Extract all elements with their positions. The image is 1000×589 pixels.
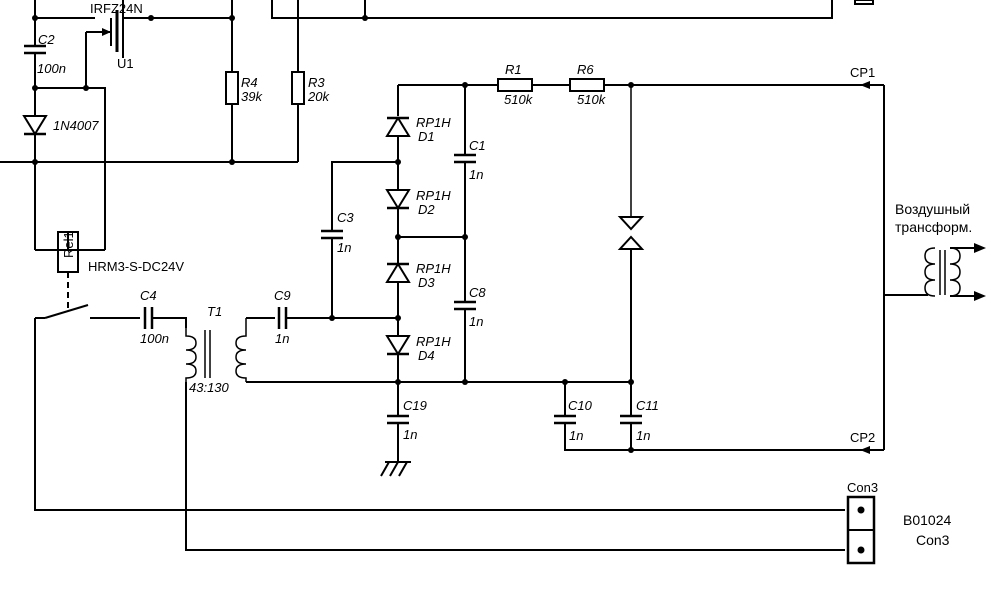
c11-value-label: 1n bbox=[636, 428, 650, 443]
transformer-section: C4 100n T1 43:130 C9 1n bbox=[140, 288, 845, 551]
d4-ref-label: D4 bbox=[418, 348, 435, 363]
relay-section: Rel1 HRM3-S-DC24V bbox=[34, 231, 845, 511]
r3-ref-label: R3 bbox=[308, 75, 325, 90]
mosfet-part-label: IRFZ24N bbox=[90, 1, 143, 16]
air-transformer-line2: трансформ. bbox=[895, 219, 972, 235]
c8-ref-label: C8 bbox=[469, 285, 486, 300]
d2-part-label: RP1H bbox=[416, 188, 451, 203]
d1-part-label: RP1H bbox=[416, 115, 451, 130]
air-transformer-section: CP1 CP2 Воздушный трансформ. bbox=[850, 65, 986, 454]
c1-value-label: 1n bbox=[469, 167, 483, 182]
r6-value-label: 510k bbox=[577, 92, 607, 107]
t1-ratio-label: 43:130 bbox=[189, 380, 230, 395]
cp2-label: CP2 bbox=[850, 430, 875, 445]
relay-part-label: HRM3-S-DC24V bbox=[88, 259, 184, 274]
diode-1n4007-label: 1N4007 bbox=[53, 118, 99, 133]
mosfet-ref-label: U1 bbox=[117, 56, 134, 71]
d2-ref-label: D2 bbox=[418, 202, 435, 217]
con3-caption: Con3 bbox=[916, 532, 950, 548]
d3-part-label: RP1H bbox=[416, 261, 451, 276]
multiplier-section: RP1H D1 RP1H D2 RP1H D3 RP1H D4 C1 1n C8… bbox=[380, 82, 498, 477]
t1-ref-label: T1 bbox=[207, 304, 222, 319]
c9-value-label: 1n bbox=[275, 331, 289, 346]
c11-ref-label: C11 bbox=[636, 398, 659, 413]
c10-value-label: 1n bbox=[569, 428, 583, 443]
mosfet-section: IRFZ24N U1 C2 100n 1N4007 R4 39k R3 20k bbox=[0, 0, 874, 250]
r3-value-label: 20k bbox=[307, 89, 330, 104]
output-section: R1 510k R6 510k C10 1n C11 1n bbox=[398, 62, 860, 453]
r1-ref-label: R1 bbox=[505, 62, 522, 77]
con3-section: Con3 B01024 Con3 bbox=[846, 480, 951, 565]
c19-value-label: 1n bbox=[403, 427, 417, 442]
d3-ref-label: D3 bbox=[418, 275, 435, 290]
c19-ref-label: C19 bbox=[403, 398, 427, 413]
c10-ref-label: C10 bbox=[568, 398, 593, 413]
diagram-id-label: B01024 bbox=[903, 512, 951, 528]
c4-value-label: 100n bbox=[140, 331, 169, 346]
con3-label: Con3 bbox=[847, 480, 878, 495]
r4-value-label: 39k bbox=[241, 89, 263, 104]
c1-ref-label: C1 bbox=[469, 138, 486, 153]
cp1-label: CP1 bbox=[850, 65, 875, 80]
c2-value-label: 100n bbox=[37, 61, 66, 76]
c3-section: C3 1n bbox=[321, 161, 398, 318]
c3-ref-label: C3 bbox=[337, 210, 354, 225]
c3-value-label: 1n bbox=[337, 240, 351, 255]
c9-ref-label: C9 bbox=[274, 288, 291, 303]
air-transformer-line1: Воздушный bbox=[895, 201, 970, 217]
r6-ref-label: R6 bbox=[577, 62, 594, 77]
d4-part-label: RP1H bbox=[416, 334, 451, 349]
relay-ref-label: Rel1 bbox=[61, 231, 76, 258]
r1-value-label: 510k bbox=[504, 92, 534, 107]
c8-value-label: 1n bbox=[469, 314, 483, 329]
r4-ref-label: R4 bbox=[241, 75, 258, 90]
d1-ref-label: D1 bbox=[418, 129, 435, 144]
c2-ref-label: C2 bbox=[38, 32, 55, 47]
c4-ref-label: C4 bbox=[140, 288, 157, 303]
